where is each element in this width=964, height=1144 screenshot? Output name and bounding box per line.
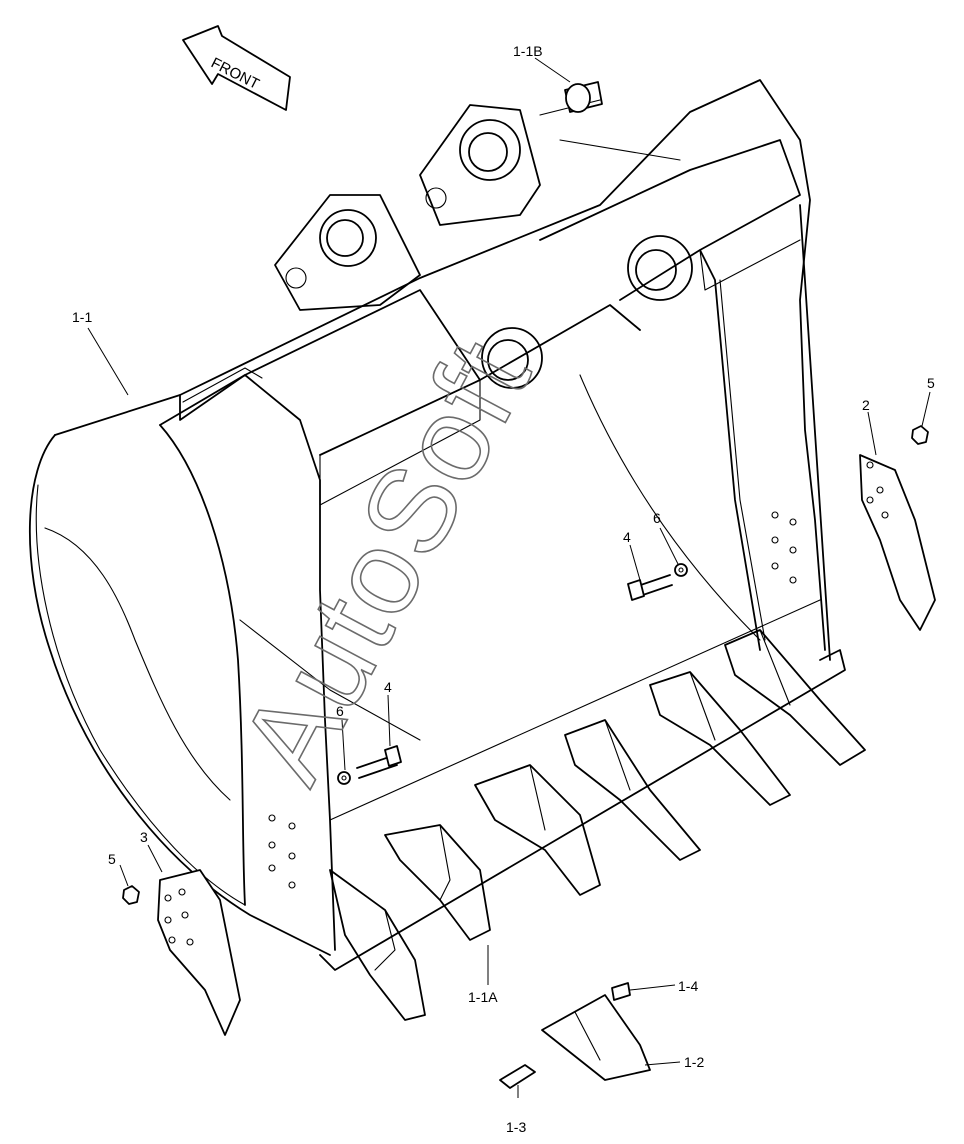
callout-4-left: 4 [384, 679, 392, 695]
bolt-left [356, 745, 402, 779]
washer-left [337, 771, 351, 785]
detached-tooth [541, 994, 651, 1081]
nut-right [911, 425, 929, 445]
callout-1-1: 1-1 [72, 309, 92, 325]
bucket-teeth [329, 629, 866, 1089]
callout-6-left: 6 [336, 703, 344, 719]
tooth-pin [611, 982, 631, 1001]
callout-labels: 1-1 1-1B 2 5 6 4 4 6 3 5 1-4 1-1A 1-2 1-… [72, 43, 935, 1135]
callout-4-right: 4 [623, 529, 631, 545]
leader-lines [87, 57, 931, 1098]
washer-right [674, 563, 688, 577]
callout-2: 2 [862, 397, 870, 413]
callout-5-right: 5 [927, 375, 935, 391]
callout-5-left: 5 [108, 851, 116, 867]
left-side-cutter [157, 869, 241, 1036]
bolt-right [627, 574, 673, 601]
front-direction-arrow: FRONT [182, 25, 291, 111]
tooth-lock [499, 1064, 536, 1089]
callout-6-right: 6 [653, 510, 661, 526]
bushing-1-1B [564, 81, 603, 113]
callout-1-2: 1-2 [684, 1054, 704, 1070]
bucket-body [28, 79, 846, 971]
tooth-2 [384, 824, 491, 941]
tooth-6 [724, 629, 866, 766]
callout-3: 3 [140, 829, 148, 845]
right-side-cutter [859, 454, 936, 631]
callout-1-1A: 1-1A [468, 989, 498, 1005]
callout-1-4: 1-4 [678, 978, 698, 994]
tooth-5 [649, 671, 791, 806]
tooth-1 [329, 869, 426, 1021]
mounting-bosses [274, 99, 693, 389]
tooth-4 [564, 719, 701, 861]
callout-1-1B: 1-1B [513, 43, 543, 59]
nut-left [122, 885, 140, 905]
tooth-3 [474, 764, 601, 896]
callout-1-3: 1-3 [506, 1119, 526, 1135]
